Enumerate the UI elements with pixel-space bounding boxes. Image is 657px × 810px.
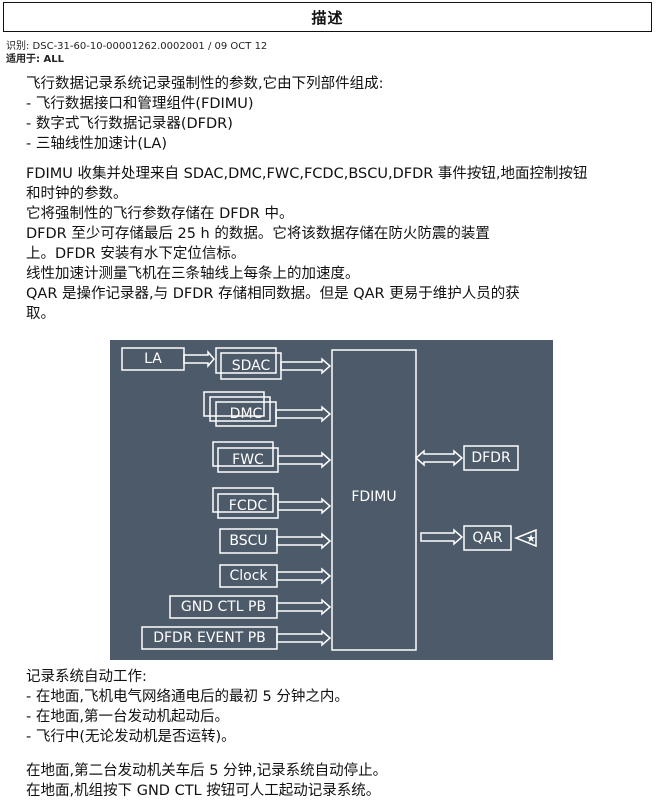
star-triangle xyxy=(513,528,537,548)
qar-label: QAR xyxy=(472,530,503,546)
body-line: DFDR 至少可存储最后 25 h 的数据。它将该数据存储在防火防震的装置 xyxy=(26,226,490,242)
dmc-shadow-1 xyxy=(209,396,271,422)
qar-box xyxy=(463,525,512,551)
section-title-bar: 描述 xyxy=(3,2,652,32)
arrow-clock xyxy=(276,567,332,585)
arrow-fwc xyxy=(277,451,332,469)
body-line: 取。 xyxy=(26,306,55,322)
body-line: 上。DFDR 安装有水下定位信标。 xyxy=(26,246,246,262)
diagram-lines xyxy=(121,347,537,651)
auto-item: - 飞行中(无论发动机是否运转)。 xyxy=(26,729,236,745)
body-line: QAR 是操作记录器,与 DFDR 存储相同数据。但是 QAR 更易于维护人员的… xyxy=(26,286,520,302)
sdac-shadow xyxy=(215,347,277,374)
auto-item: - 在地面,飞机电气网络通电后的最初 5 分钟之内。 xyxy=(26,689,349,705)
fwc-shadow xyxy=(212,441,274,467)
arrow-bscu xyxy=(276,532,332,550)
intro-lead: 飞行数据记录系统记录强制性的参数,它由下列部件组成: xyxy=(26,76,384,92)
auto-lead: 记录系统自动工作: xyxy=(26,669,147,685)
arrow-fdimu-dfdr xyxy=(414,449,464,467)
component-item-fdimu: - 飞行数据接口和管理组件(FDIMU) xyxy=(26,96,254,112)
arrow-fcdc xyxy=(277,497,332,515)
arrow-sdac xyxy=(280,357,332,375)
auto-item: - 在地面,第一台发动机起动后。 xyxy=(26,709,229,725)
la-sdac-arrow xyxy=(183,349,215,369)
star-icon: ★ xyxy=(526,531,536,545)
la-label: LA xyxy=(144,351,162,367)
arrow-gnd-ctl xyxy=(276,598,332,616)
applicability: 适用于: ALL xyxy=(6,54,64,65)
closing-line: 在地面,第二台发动机关车后 5 分钟,记录系统自动停止。 xyxy=(26,763,388,779)
bscu-label: BSCU xyxy=(229,533,268,549)
fdimu-box xyxy=(331,349,417,651)
document-id: 识别: DSC-31-60-10-00001262.0002001 / 09 O… xyxy=(6,41,268,52)
component-item-dfdr: - 数字式飞行数据记录器(DFDR) xyxy=(26,116,233,132)
gnd-ctl-pb-label: GND CTL PB xyxy=(180,599,267,615)
dfdr-label: DFDR xyxy=(471,450,511,466)
dmc-shadow-2 xyxy=(203,391,265,417)
closing-line: 在地面,机组按下 GND CTL 按钮可人工起动记录系统。 xyxy=(26,783,381,799)
sdac-label: SDAC xyxy=(231,358,271,374)
body-line: 和时钟的参数。 xyxy=(26,186,128,202)
dmc-label: DMC xyxy=(229,406,263,422)
arrow-fdimu-qar xyxy=(420,528,464,546)
fdimu-label: FDIMU xyxy=(351,489,397,505)
body-line: 线性加速计测量飞机在三条轴线上每条上的加速度。 xyxy=(26,266,360,282)
arrow-dfdr-event xyxy=(276,629,332,647)
body-line: FDIMU 收集并处理来自 SDAC,DMC,FWC,FCDC,BSCU,DFD… xyxy=(26,166,588,182)
component-item-la: - 三轴线性加速计(LA) xyxy=(26,136,167,152)
dfdr-box xyxy=(463,445,519,471)
section-title: 描述 xyxy=(311,8,344,27)
clock-label: Clock xyxy=(229,568,268,584)
fcdc-shadow xyxy=(212,487,274,513)
dfdr-event-pb-label: DFDR EVENT PB xyxy=(153,630,266,646)
body-line: 它将强制性的飞行参数存储在 DFDR 中。 xyxy=(26,206,294,222)
arrow-dmc xyxy=(275,405,332,423)
fdr-system-diagram: LA SDAC DMC FWC FCDC BSCU Clock GND CTL … xyxy=(110,340,553,660)
fwc-label: FWC xyxy=(232,452,264,468)
fcdc-label: FCDC xyxy=(228,498,268,514)
